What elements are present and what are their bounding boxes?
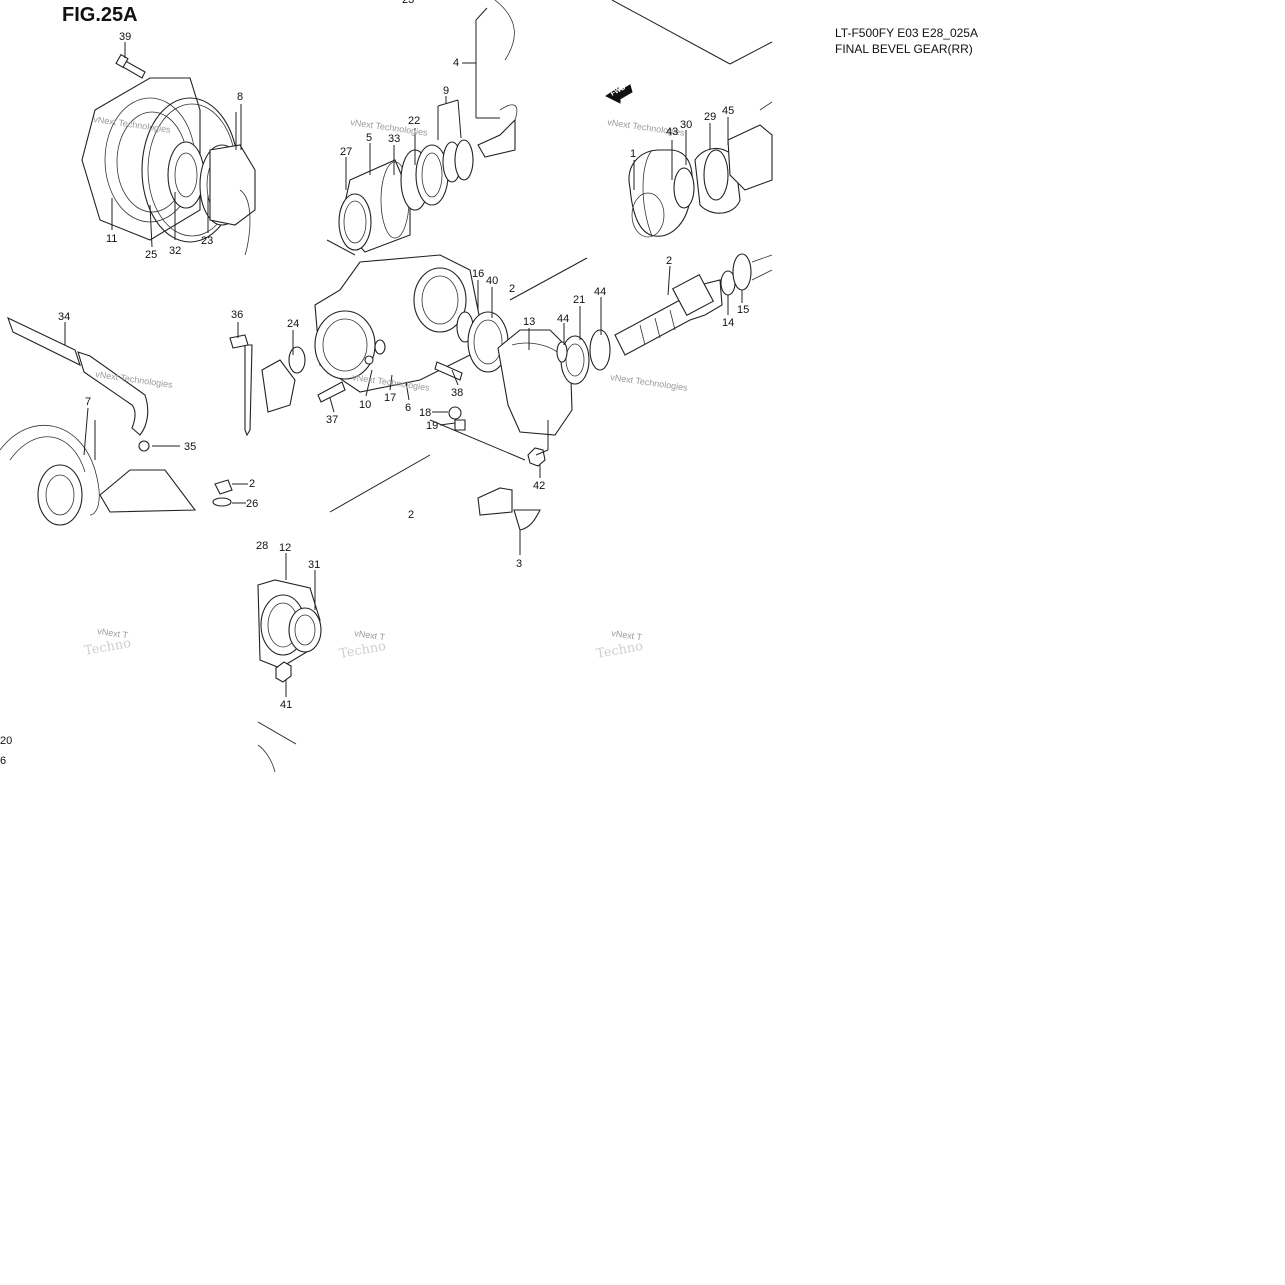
watermark-faded: Techno	[595, 639, 644, 662]
callout-18: 18	[419, 407, 431, 419]
callout-26: 26	[246, 498, 258, 510]
callout-5: 5	[366, 132, 372, 144]
leader-lines	[64, 7, 743, 697]
callout-numbers: 39 8 11 25 32 23 23 4 9 22 27 5 33 43 30…	[0, 0, 749, 767]
callout-29: 29	[704, 111, 716, 123]
callout-31: 31	[308, 559, 320, 571]
callout-38: 38	[451, 387, 463, 399]
callout-17: 17	[384, 392, 396, 404]
figure-title: FIG.25A	[62, 4, 138, 26]
callout-4: 4	[453, 57, 459, 69]
boot-assembly-top-right	[605, 84, 773, 238]
watermark-partial: vNext T	[611, 628, 643, 642]
callout-24: 24	[287, 318, 299, 330]
section-name: FINAL BEVEL GEAR(RR)	[835, 42, 973, 56]
callout-6: 6	[405, 402, 411, 414]
callout-39: 39	[119, 31, 131, 43]
figure-info: LT-F500FY E03 E28_025A FINAL BEVEL GEAR(…	[835, 25, 978, 57]
callout-2c: 2	[249, 478, 255, 490]
callout-41: 41	[280, 699, 292, 711]
callout-28: 28	[256, 540, 268, 552]
callout-11: 11	[106, 233, 117, 245]
watermark-faded: Techno	[338, 639, 387, 662]
callout-21: 21	[573, 294, 585, 306]
callout-34: 34	[58, 311, 70, 323]
watermark-partial: vNext T	[97, 626, 129, 640]
callout-32: 32	[169, 245, 181, 257]
callout-3: 3	[516, 558, 522, 570]
callout-37: 37	[326, 414, 338, 426]
callout-27: 27	[340, 146, 352, 158]
callout-33: 33	[388, 133, 400, 145]
watermark: vNext Technologies	[610, 372, 689, 393]
callout-2b: 2	[509, 283, 515, 295]
callout-30: 30	[680, 119, 692, 131]
callout-44a: 44	[557, 313, 569, 325]
final-gear-case-middle	[229, 253, 773, 467]
callout-22: 22	[408, 115, 420, 127]
diagram-frame-lines	[257, 0, 773, 745]
callout-12: 12	[279, 542, 291, 554]
callout-13: 13	[523, 316, 535, 328]
callout-7: 7	[85, 396, 91, 408]
callout-36: 36	[231, 309, 243, 321]
callout-45: 45	[722, 105, 734, 117]
callout-9: 9	[443, 85, 449, 97]
callout-44b: 44	[594, 286, 606, 298]
callout-2d: 2	[408, 509, 414, 521]
callout-23: 23	[201, 235, 213, 247]
callout-35: 35	[184, 441, 196, 453]
callout-10: 10	[359, 399, 371, 411]
bearing-set-top-center	[338, 0, 518, 253]
watermark-faded: Techno	[83, 636, 132, 659]
callout-25: 25	[145, 249, 157, 261]
drive-shaft-bottom	[477, 487, 541, 531]
bearing-housing-bottom	[257, 579, 322, 773]
callout-40: 40	[486, 275, 498, 287]
callout-14: 14	[722, 317, 734, 329]
cover-assembly-top-left	[81, 53, 256, 256]
callout-8: 8	[237, 91, 243, 103]
callout-16: 16	[472, 268, 484, 280]
callout-1: 1	[630, 148, 636, 160]
callout-23-top: 23	[402, 0, 414, 6]
callout-42: 42	[533, 480, 545, 492]
model-code: LT-F500FY E03 E28_025A	[835, 26, 978, 40]
callout-20: 20	[0, 735, 12, 747]
callout-19: 19	[426, 420, 438, 432]
callout-15: 15	[737, 304, 749, 316]
ring-gear-lower-left	[0, 316, 233, 526]
callout-2: 2	[666, 255, 672, 267]
watermark-partial: vNext T	[354, 628, 386, 642]
callout-43: 43	[666, 126, 678, 138]
callout-6b: 6	[0, 755, 6, 767]
